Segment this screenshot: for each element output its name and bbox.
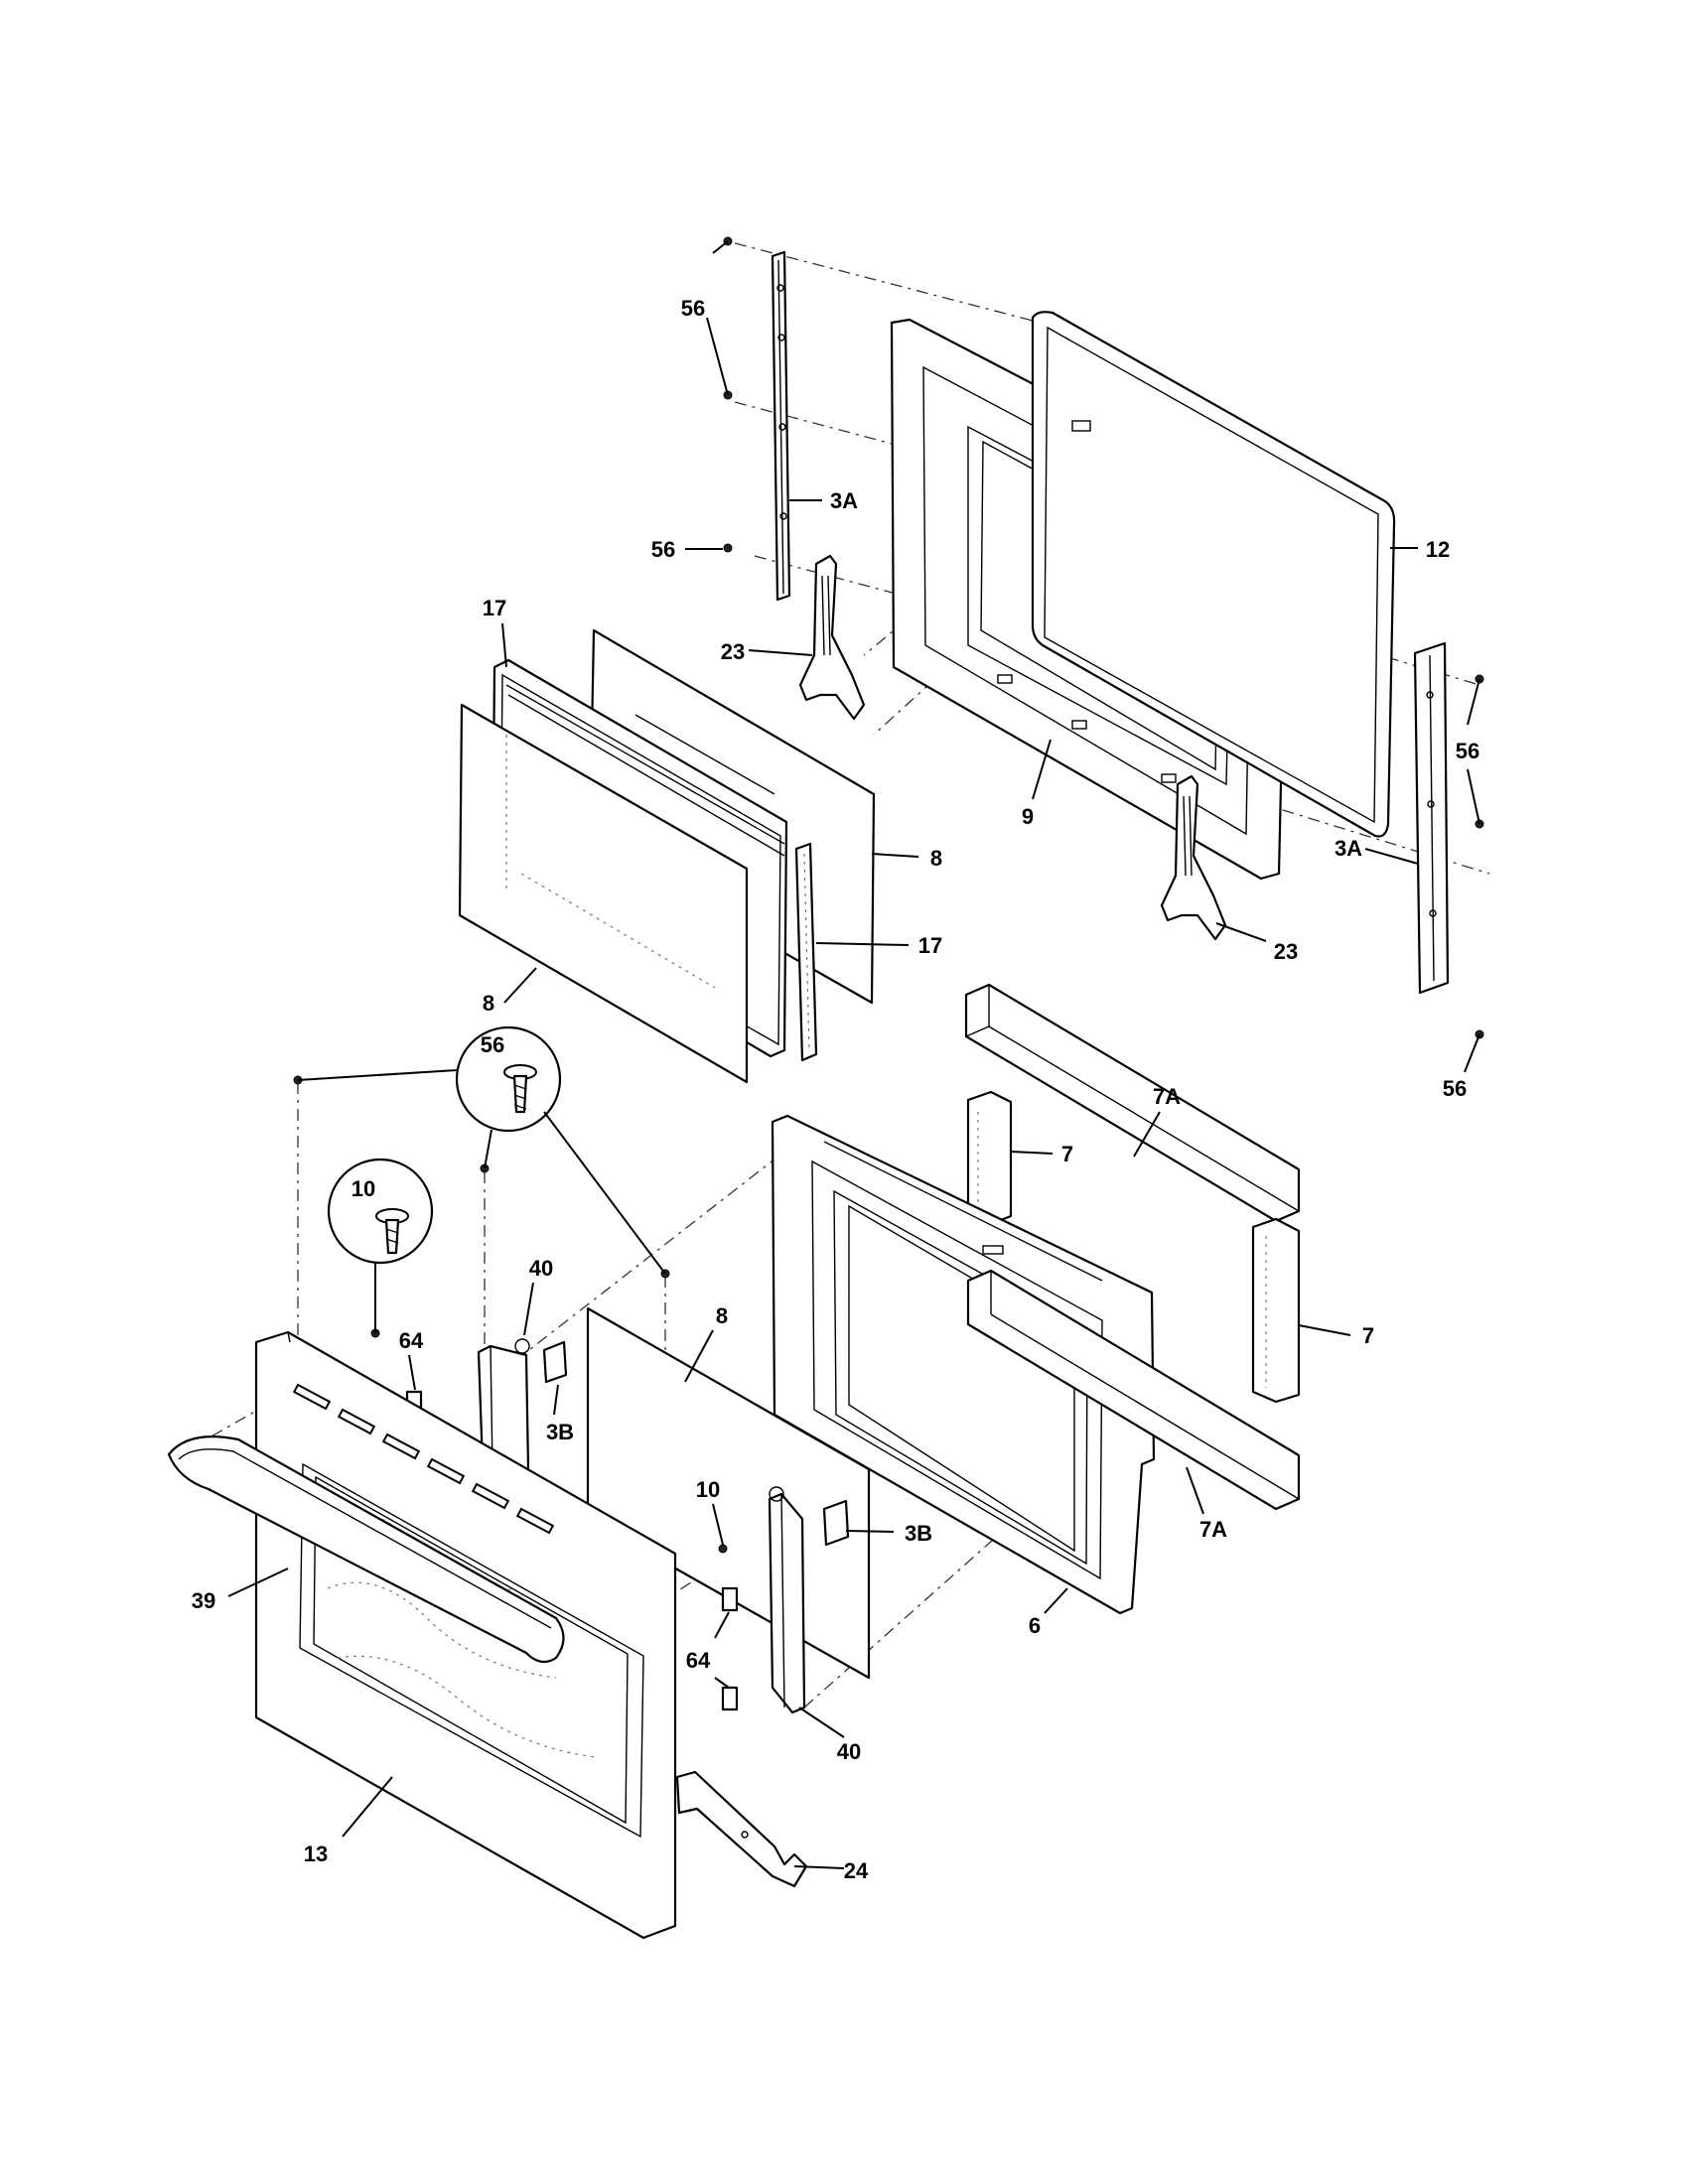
- inner-door-liner-6: [771, 1114, 1156, 1615]
- hinge-23-right: [1160, 774, 1227, 941]
- insulation-7-right: [1251, 1217, 1301, 1404]
- glass-panel-8-front: [458, 703, 749, 1084]
- bracket-40-right: [768, 1486, 806, 1714]
- clip-3b-left: [542, 1340, 568, 1384]
- callout-8-left: 8: [483, 991, 494, 1016]
- callout-7a-top: 7A: [1153, 1084, 1181, 1109]
- hinge-channel-right-3a: [1413, 641, 1450, 995]
- spacer-strip-17-right: [794, 842, 818, 1062]
- callout-56-circle: 56: [481, 1032, 504, 1057]
- screw-10-detail-circle: [327, 1158, 434, 1265]
- callout-3a-right: 3A: [1335, 836, 1362, 861]
- callout-labels: 56 3A 56 12 17 23 9 56 3A 8 17 23 8 56 7…: [192, 296, 1479, 1883]
- callout-3b-right: 3B: [905, 1521, 932, 1546]
- hinge-arm-24: [675, 1770, 808, 1888]
- callout-56-top: 56: [681, 296, 705, 321]
- callout-7-right: 7: [1362, 1323, 1374, 1348]
- insulation-7-vertical: [966, 1090, 1013, 1227]
- callout-8-right: 8: [930, 846, 942, 871]
- bumper-64-bottom: [721, 1686, 739, 1711]
- callout-24: 24: [844, 1858, 869, 1883]
- screw-56-detail-circle: [455, 1025, 562, 1133]
- callout-40-bottom: 40: [837, 1739, 861, 1764]
- callout-39: 39: [192, 1588, 215, 1613]
- callout-56-mid: 56: [651, 537, 675, 562]
- callout-10-mid: 10: [696, 1477, 720, 1502]
- bumper-64-mid: [721, 1586, 739, 1612]
- callout-3a-left: 3A: [830, 488, 858, 513]
- callout-9: 9: [1022, 804, 1034, 829]
- screws-upper: [723, 236, 1484, 1039]
- callout-7a-bottom: 7A: [1199, 1517, 1227, 1542]
- callout-6: 6: [1029, 1613, 1041, 1638]
- hinge-channel-left-3a: [771, 250, 791, 602]
- callout-64-bottom: 64: [686, 1648, 711, 1673]
- callout-12: 12: [1426, 537, 1450, 562]
- door-handle-39: [167, 1435, 565, 1664]
- insulation-7a-top: [964, 983, 1301, 1223]
- hinge-23-left: [798, 554, 866, 721]
- callout-17-top: 17: [483, 596, 506, 620]
- callout-3b-left: 3B: [546, 1420, 574, 1444]
- door-gasket-12: [1031, 311, 1396, 838]
- clip-3b-right: [822, 1499, 850, 1547]
- callout-64-top: 64: [399, 1328, 424, 1353]
- callout-56-right: 56: [1456, 739, 1479, 763]
- callout-8-mid: 8: [716, 1303, 728, 1328]
- leader-lines: [227, 240, 1480, 1869]
- callout-56-bottom-right: 56: [1443, 1076, 1467, 1101]
- outer-door-panel-13: [254, 1330, 677, 1940]
- callout-40-top: 40: [529, 1256, 553, 1281]
- callout-13: 13: [304, 1842, 328, 1866]
- callout-23-left: 23: [721, 639, 745, 664]
- callout-10-circle: 10: [352, 1176, 375, 1201]
- insulation-7a-lower: [966, 1269, 1301, 1511]
- callout-7-top: 7: [1061, 1142, 1073, 1166]
- callout-17-right: 17: [918, 933, 942, 958]
- callout-23-right: 23: [1274, 939, 1298, 964]
